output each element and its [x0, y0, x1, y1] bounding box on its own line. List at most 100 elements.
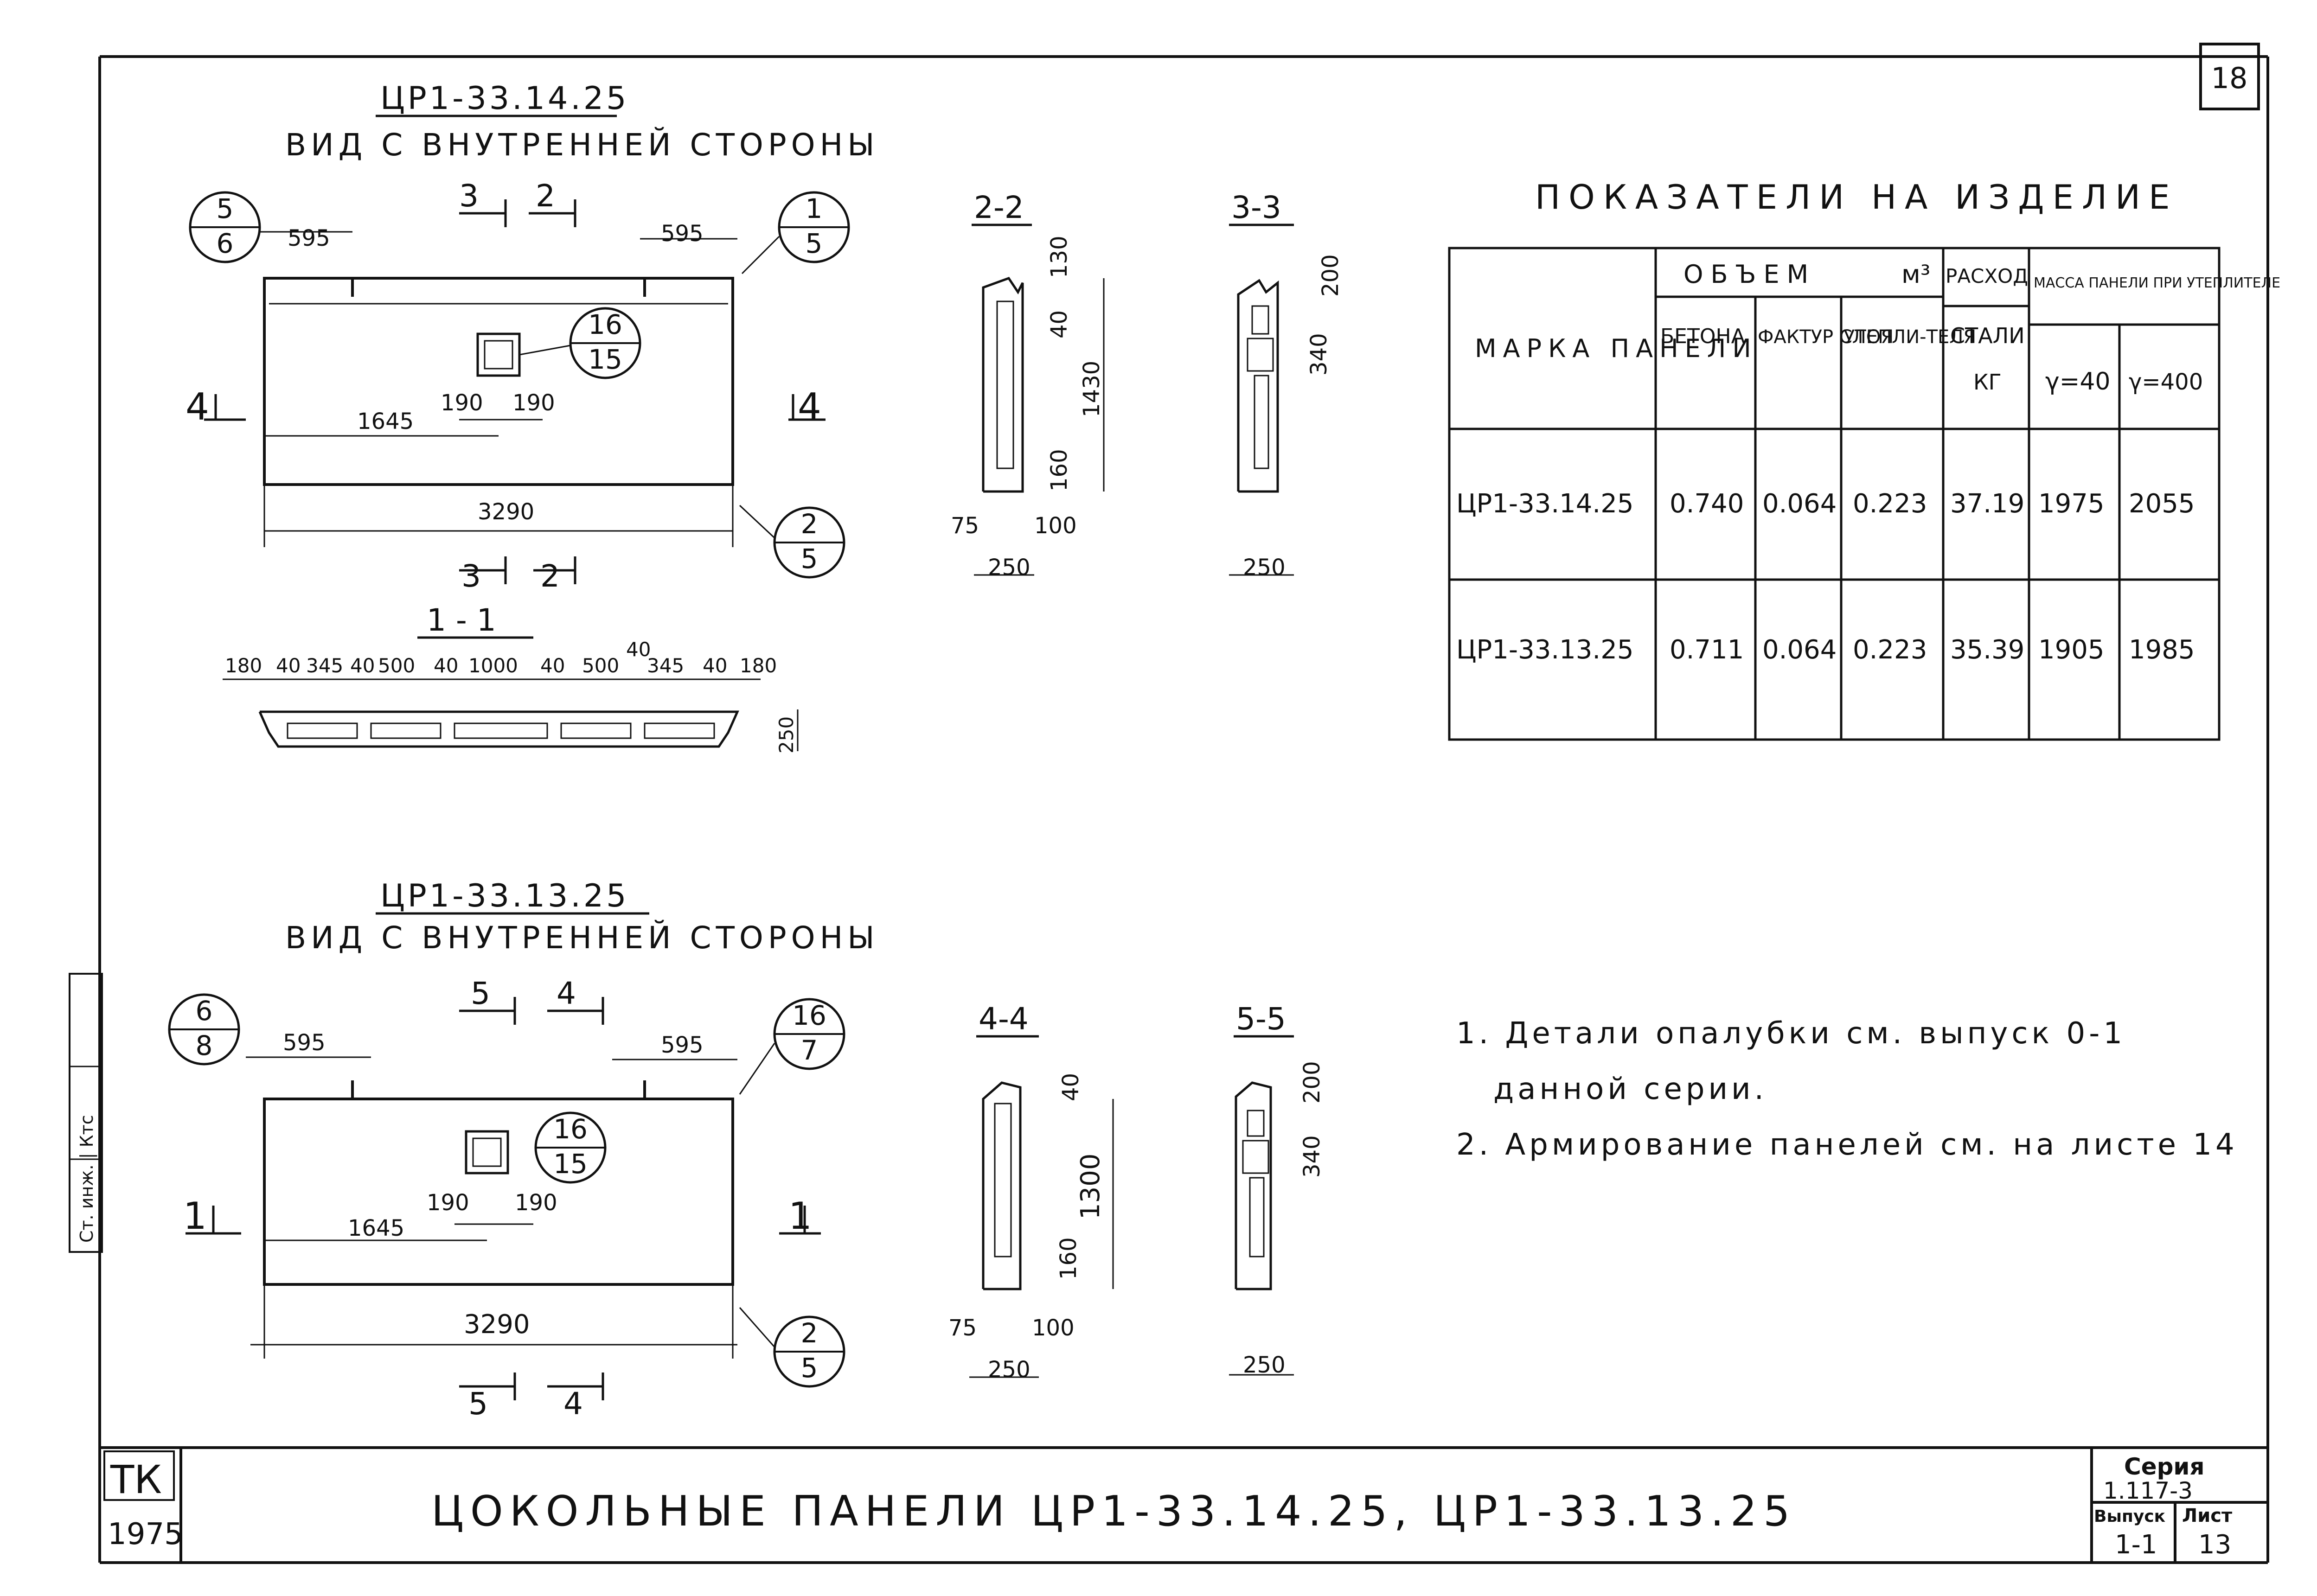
section-4-4-d250: 250	[988, 1357, 1030, 1383]
sec-dim-10: 345	[647, 654, 684, 677]
indicators-table: ПОКАЗАТЕЛИ НА ИЗДЕЛИЕ МАРКА ПАНЕЛИ ОБЪЕМ…	[1448, 178, 2280, 741]
panel-2-callout-rb-bottom: 5	[801, 1352, 818, 1384]
panel-2-callout-window-bottom: 15	[553, 1148, 588, 1180]
th-volume: ОБЪЕМ	[1683, 260, 1816, 289]
sec-dim-12: 180	[740, 654, 777, 677]
panel-1-callout-right-top: 1 5	[741, 191, 850, 275]
panel-2-callout-left-top: 6	[196, 995, 213, 1027]
sec-dim-0: 180	[225, 654, 262, 677]
panel-1-callout-rt-top: 1	[806, 193, 823, 224]
panel-1-cut-top-a: 3	[459, 178, 479, 214]
panel-1-elevation: ЦР1-33.14.25 ВИД С ВНУТРЕННЕЙ СТОРОНЫ 59…	[186, 80, 874, 753]
th-volume-unit: м³	[1901, 260, 1930, 289]
row-1-m40: 1975	[2038, 489, 2105, 519]
panel-1-cut-bot-b: 2	[540, 558, 560, 594]
panel-1-callout-rb-top: 2	[801, 508, 818, 540]
tk-label: ТК	[110, 1457, 162, 1502]
panel-2-cut-side-right: 1	[788, 1194, 812, 1238]
section-5-5-d200: 200	[1299, 1061, 1325, 1104]
sec-dim-1: 40	[276, 654, 301, 677]
sec-dim-7: 40	[540, 654, 565, 677]
note-1-line-1: 1. Детали опалубки см. выпуск 0-1	[1456, 1016, 2126, 1051]
section-5-5: 5-5 200 340 250	[1229, 1001, 1325, 1378]
row-2-insul: 0.223	[1853, 635, 1927, 665]
sec-dim-9: 40	[626, 638, 651, 661]
section-1-1-shape	[258, 709, 799, 751]
section-2-2-d250: 250	[988, 555, 1030, 581]
section-2-2-d160: 160	[1046, 449, 1072, 492]
main-title: ЦОКОЛЬНЫЕ ПАНЕЛИ ЦР1-33.14.25, ЦР1-33.13…	[431, 1487, 1796, 1536]
title-block: ТК 1975 ЦОКОЛЬНЫЕ ПАНЕЛИ ЦР1-33.14.25, Ц…	[103, 1450, 2233, 1560]
section-3-3-d250: 250	[1243, 555, 1286, 581]
row-1-mark: ЦР1-33.14.25	[1456, 489, 1633, 519]
side-stamp-text: Ст. инж. | Ктс	[77, 1115, 97, 1243]
side-stamp: Ст. инж. | Ктс	[69, 973, 103, 1253]
panel-2-dim-1645: 1645	[348, 1215, 404, 1241]
panel-2-callout-rt-bottom: 7	[801, 1034, 818, 1066]
panel-2-callout-window-top: 16	[553, 1113, 588, 1145]
th-g400: γ=400	[2129, 369, 2203, 395]
row-2-steel: 35.39	[1950, 635, 2024, 665]
sec-dim-8: 500	[582, 654, 619, 677]
section-3-3: 3-3 200 340 250	[1229, 190, 1344, 581]
panel-1-dim-190a: 190	[441, 390, 483, 416]
note-1-line-2: данной серии.	[1493, 1072, 1767, 1106]
panel-2-cut-bot-b: 4	[563, 1386, 583, 1422]
panel-1-section-1-1: 1 - 1 180 40 345 40 500 40 1000 40 500 4…	[223, 602, 799, 753]
panel-2-callout-window: 16 15	[534, 1111, 607, 1184]
section-4-4-d75: 75	[948, 1315, 977, 1341]
table-row: ЦР1-33.14.25 0.740 0.064 0.223 37.19 197…	[1456, 489, 2195, 519]
section-3-3-d200: 200	[1318, 254, 1344, 297]
panel-2-subtitle: ВИД С ВНУТРЕННЕЙ СТОРОНЫ	[285, 919, 879, 956]
panel-1-callout-window-top: 16	[588, 309, 622, 340]
panel-1-callout-rb-bottom: 5	[801, 543, 818, 575]
section-2-2-label: 2-2	[974, 190, 1024, 225]
th-steel-unit: КГ	[1973, 370, 2002, 395]
panel-1-cut-bot-a: 3	[461, 558, 481, 594]
sheet-number-box: 18	[2199, 43, 2260, 110]
row-2-facing: 0.064	[1762, 635, 1837, 665]
panel-1-dim-lines	[260, 231, 737, 547]
panel-2-cut-bot-a: 5	[468, 1386, 488, 1422]
section-2-2-d1430: 1430	[1079, 361, 1105, 417]
row-2-concrete: 0.711	[1670, 635, 1744, 665]
section-3-3-label: 3-3	[1231, 190, 1281, 225]
panel-1-cut-side-left: 4	[186, 385, 209, 428]
panel-2-dim-190a: 190	[427, 1190, 469, 1216]
row-1-steel: 37.19	[1950, 489, 2024, 519]
section-3-3-d340: 340	[1306, 333, 1332, 376]
sec-dim-4: 500	[378, 654, 415, 677]
row-2-m40: 1905	[2038, 635, 2105, 665]
table-header: МАРКА ПАНЕЛИ ОБЪЕМ м³ БЕТОНА ФАКТУР СЛОЯ…	[1475, 260, 2280, 396]
th-g40: γ=40	[2045, 368, 2111, 396]
panel-1-callout-left-bottom: 6	[217, 228, 234, 259]
sec-dim-2: 345	[306, 654, 343, 677]
th-mark: МАРКА ПАНЕЛИ	[1475, 334, 1758, 363]
note-2: 2. Армирование панелей см. на листе 14	[1456, 1128, 2238, 1162]
panel-1-cut-top-b: 2	[536, 178, 555, 214]
section-2-2-d100: 100	[1034, 513, 1077, 539]
panel-2-outline	[263, 1080, 734, 1286]
row-1-insul: 0.223	[1853, 489, 1927, 519]
section-4-4-label: 4-4	[979, 1001, 1029, 1037]
panel-1-dim-1645: 1645	[357, 409, 414, 434]
panel-1-callout-rt-bottom: 5	[806, 228, 823, 259]
panel-1-callout-left: 5 6	[189, 191, 261, 263]
panel-1-dim-595-left: 595	[288, 225, 330, 251]
section-5-5-d340: 340	[1299, 1135, 1325, 1178]
panel-1-cut-arrows	[204, 199, 826, 584]
panel-2-cut-arrows	[186, 997, 821, 1400]
panel-2-cut-side-left: 1	[183, 1194, 207, 1238]
list-value: 13	[2198, 1530, 2231, 1560]
series-label: Серия	[2124, 1453, 2205, 1480]
panel-2-elevation: ЦР1-33.13.25 ВИД С ВНУТРЕННЕЙ СТОРОНЫ 59…	[168, 878, 879, 1422]
tk-year: 1975	[108, 1517, 183, 1551]
sec-dim-11: 40	[703, 654, 727, 677]
section-4-4-d160: 160	[1056, 1237, 1082, 1280]
panel-1-callout-right-bottom: 2 5	[739, 504, 845, 579]
table-grid	[1448, 247, 2221, 741]
row-1-concrete: 0.740	[1670, 489, 1744, 519]
list-label: Лист	[2182, 1505, 2233, 1526]
panel-2-mark: ЦР1-33.13.25	[380, 878, 629, 914]
